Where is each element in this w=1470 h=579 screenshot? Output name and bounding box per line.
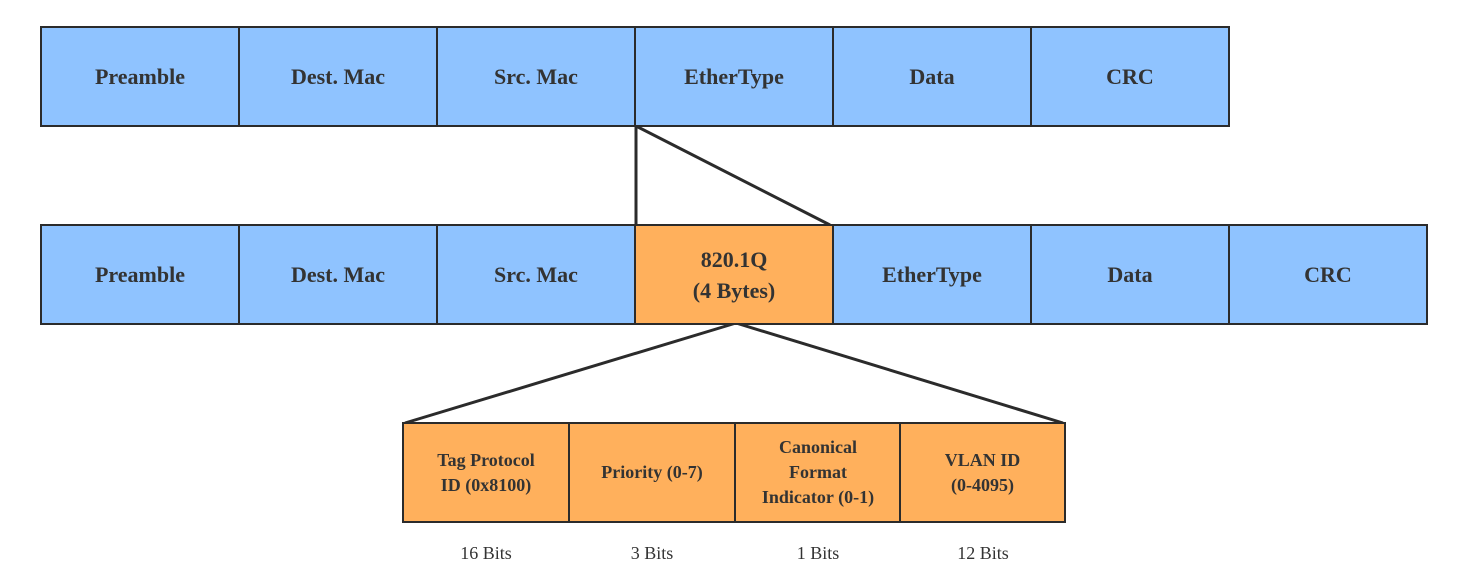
tagged-field-src-mac: Src. Mac <box>436 224 636 325</box>
field-label: Dest. Mac <box>290 63 386 89</box>
field-label-line: Canonical <box>778 437 857 457</box>
field-label-line: Format <box>789 462 847 482</box>
field-label: CRC <box>1106 63 1154 89</box>
connector-upper-right <box>635 124 831 227</box>
field-label: Dest. Mac <box>290 261 386 287</box>
tagged-field-ethertype: EtherType <box>832 224 1032 325</box>
frame-field-data: Data <box>832 26 1032 127</box>
tagged-field-crc: CRC <box>1228 224 1428 325</box>
connector-lower-left <box>404 321 737 425</box>
tag-field-cfi: Canonical Format Indicator (0-1) <box>734 422 902 523</box>
field-label: CRC <box>1304 261 1352 287</box>
field-label: Data <box>909 63 955 89</box>
frame-field-preamble: Preamble <box>40 26 240 127</box>
bits-label-priority: 3 Bits <box>630 543 674 563</box>
field-label-line: VLAN ID <box>944 449 1021 470</box>
connector-lower-right <box>735 321 1064 425</box>
tagged-field-data: Data <box>1030 224 1230 325</box>
frame-field-ethertype: EtherType <box>634 26 834 127</box>
tag-field-tpid: Tag Protocol ID (0x8100) <box>402 422 570 523</box>
tagged-field-dest-mac: Dest. Mac <box>238 224 438 325</box>
tagged-field-vlan-tag: 820.1Q (4 Bytes) <box>634 224 834 325</box>
bits-label-cfi: 1 Bits <box>796 543 840 563</box>
field-label-line: (0-4095) <box>951 474 1014 495</box>
frame-field-src-mac: Src. Mac <box>436 26 636 127</box>
frame-field-dest-mac: Dest. Mac <box>238 26 438 127</box>
field-label: EtherType <box>684 63 784 89</box>
field-label: Src. Mac <box>494 261 578 287</box>
field-label: Preamble <box>94 63 185 89</box>
field-label: EtherType <box>882 261 982 287</box>
field-label-line: Tag Protocol <box>437 449 535 470</box>
field-label: Data <box>1107 261 1153 287</box>
field-label-line: ID (0x8100) <box>440 474 532 495</box>
bits-label-vlan-id: 12 Bits <box>957 543 1009 563</box>
field-label: Preamble <box>94 261 185 287</box>
field-label: Src. Mac <box>494 63 578 89</box>
field-label-line: Priority (0-7) <box>601 462 703 482</box>
tag-field-priority: Priority (0-7) <box>568 422 736 523</box>
tagged-field-preamble: Preamble <box>40 224 240 325</box>
tag-field-vlan-id: VLAN ID (0-4095) <box>899 422 1066 523</box>
tag-label-line2: (4 Bytes) <box>692 277 776 303</box>
bits-label-tpid: 16 Bits <box>460 543 512 563</box>
field-label-line: Indicator (0-1) <box>761 487 875 507</box>
frame-field-crc: CRC <box>1030 26 1230 127</box>
tag-label-line1: 820.1Q <box>700 246 768 272</box>
